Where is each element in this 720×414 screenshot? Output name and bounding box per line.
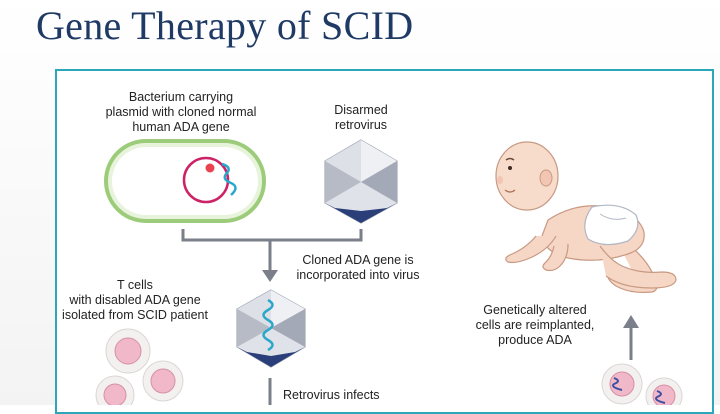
merge-arrow	[181, 229, 363, 282]
bacterium-label: Bacterium carrying plasmid with cloned n…	[76, 90, 286, 135]
recombinant-virus-graphic	[236, 289, 306, 368]
t-cells-label: T cells with disabled ADA gene isolated …	[40, 278, 230, 323]
bacterium-label-line-2: plasmid with cloned normal	[105, 105, 257, 119]
cloned-gene-label: Cloned ADA gene is incorporated into vir…	[278, 253, 438, 283]
reimplanted-label-line-3: produce ADA	[498, 333, 572, 347]
altered-cells-graphic	[601, 363, 683, 405]
retrovirus-label-line-1: Disarmed	[334, 103, 388, 117]
retrovirus-label-line-2: retrovirus	[334, 118, 388, 132]
reimplanted-label: Genetically altered cells are reimplante…	[460, 303, 610, 348]
bacterium-label-line-1: Bacterium carrying	[128, 90, 234, 104]
baby-illustration	[495, 141, 677, 293]
diagram-graphics	[95, 139, 683, 405]
reimplant-arrow	[623, 315, 639, 360]
slide-title: Gene Therapy of SCID	[36, 3, 414, 48]
t-cells-label-line-3: isolated from SCID patient	[62, 308, 208, 322]
t-cells-label-line-1: T cells	[117, 278, 153, 292]
cloned-gene-label-line-2: incorporated into virus	[296, 268, 420, 282]
infects-label-line-1: Retrovirus infects	[283, 388, 380, 402]
reimplanted-label-line-1: Genetically altered	[483, 303, 587, 317]
cloned-gene-label-line-1: Cloned ADA gene is	[302, 253, 414, 267]
plasmid-graphic	[182, 156, 237, 204]
retrovirus-graphic	[324, 139, 398, 224]
reimplanted-label-line-2: cells are reimplanted,	[475, 318, 595, 332]
infects-label: Retrovirus infects	[283, 388, 403, 403]
bacterium-label-line-3: human ADA gene	[132, 120, 230, 134]
retrovirus-label: Disarmed retrovirus	[316, 103, 406, 133]
t-cells-label-line-2: with disabled ADA gene	[69, 293, 201, 307]
t-cells-graphic	[95, 328, 184, 405]
